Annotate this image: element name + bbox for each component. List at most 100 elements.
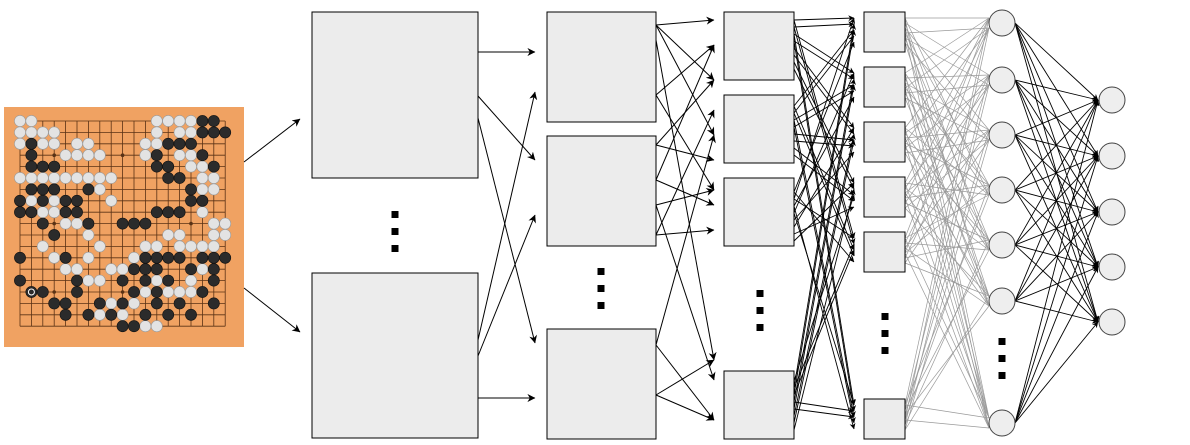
dense-link (904, 74, 990, 411)
white-stone (71, 263, 83, 276)
white-stone (196, 160, 209, 173)
white-stone (207, 229, 220, 241)
connection-arrow (793, 33, 857, 406)
black-stone (162, 160, 175, 173)
dense-link (904, 184, 990, 254)
connection-arrow (793, 26, 856, 245)
layer3-to-layer4-links (793, 15, 857, 431)
dense-link (904, 17, 990, 239)
black-stone (25, 286, 38, 298)
white-stone (139, 286, 152, 298)
dense-link (904, 17, 990, 406)
white-stone (185, 160, 197, 173)
black-stone (173, 137, 186, 150)
white-stone (71, 217, 83, 230)
black-stone (150, 251, 163, 264)
connection-arrow (655, 359, 715, 396)
feature-map (863, 121, 906, 163)
white-stone (173, 286, 186, 298)
dense-link (904, 239, 990, 259)
feature-map (863, 176, 906, 218)
connection-arrow (243, 118, 301, 163)
black-stone (162, 206, 175, 219)
hidden-neuron (988, 121, 1016, 149)
ellipsis-marker (756, 290, 764, 331)
white-stone (59, 217, 72, 230)
connection-arrow (793, 127, 855, 228)
dense-link (904, 82, 990, 131)
connection-arrow (1014, 99, 1100, 424)
black-stone (196, 286, 209, 298)
black-stone (219, 126, 232, 139)
connection-arrow (655, 144, 715, 162)
white-stone (185, 149, 197, 162)
white-stone (128, 297, 140, 310)
black-stone (14, 206, 26, 219)
hidden-neuron (988, 176, 1016, 204)
black-stone (82, 217, 95, 230)
black-stone (219, 251, 232, 264)
connection-arrow (477, 91, 538, 341)
hidden-neuron (988, 231, 1016, 259)
ellipsis-dot (998, 355, 1006, 362)
black-stone (36, 160, 49, 173)
feature-map (546, 328, 657, 440)
white-stone (14, 137, 26, 150)
black-stone (162, 274, 175, 287)
white-stone (150, 240, 163, 253)
ellipsis-marker (998, 338, 1006, 379)
white-stone (36, 172, 49, 184)
black-stone (128, 263, 140, 276)
dense-link (904, 72, 990, 419)
dense-link (904, 27, 990, 144)
connection-arrow (793, 29, 857, 396)
connection-arrow (477, 95, 536, 161)
connection-arrow (655, 94, 715, 191)
white-stone (14, 172, 26, 184)
connection-arrow (793, 29, 855, 107)
white-stone (25, 172, 38, 184)
black-stone (128, 217, 140, 230)
black-stone (105, 308, 118, 321)
dense-link (904, 242, 990, 251)
white-stone (59, 149, 72, 162)
white-stone (185, 274, 197, 287)
black-stone (128, 320, 140, 333)
black-stone (139, 274, 152, 287)
black-stone (173, 251, 186, 264)
connection-arrow (1014, 22, 1099, 157)
star-point (52, 153, 56, 157)
white-stone (207, 240, 220, 253)
feature-map (863, 231, 906, 273)
white-stone (139, 149, 152, 162)
black-stone (59, 251, 72, 264)
connection-arrow (655, 226, 715, 236)
white-stone (139, 240, 152, 253)
dense-link (904, 139, 990, 264)
black-stone (173, 172, 186, 184)
black-stone (116, 320, 129, 333)
white-stone (36, 137, 49, 150)
connection-arrow (1014, 155, 1099, 302)
black-stone (82, 183, 95, 196)
white-stone (105, 263, 118, 276)
dense-link (904, 87, 990, 186)
black-stone (71, 274, 83, 287)
connection-arrow (1014, 300, 1099, 324)
dense-link (904, 27, 990, 34)
layer2-to-layer3-links (655, 16, 717, 421)
hidden-neuron (988, 409, 1016, 437)
white-stone (162, 286, 175, 298)
black-stone (25, 206, 38, 219)
dense-link (904, 87, 990, 429)
star-point (52, 290, 56, 294)
white-stone (116, 263, 129, 276)
black-stone (59, 206, 72, 219)
ellipsis-dot (756, 324, 764, 331)
black-stone (162, 172, 175, 184)
ellipsis-dot (597, 285, 605, 292)
dense-link (904, 17, 990, 74)
feature-map (546, 135, 657, 247)
white-stone (36, 240, 49, 253)
ellipsis-dot (998, 372, 1006, 379)
